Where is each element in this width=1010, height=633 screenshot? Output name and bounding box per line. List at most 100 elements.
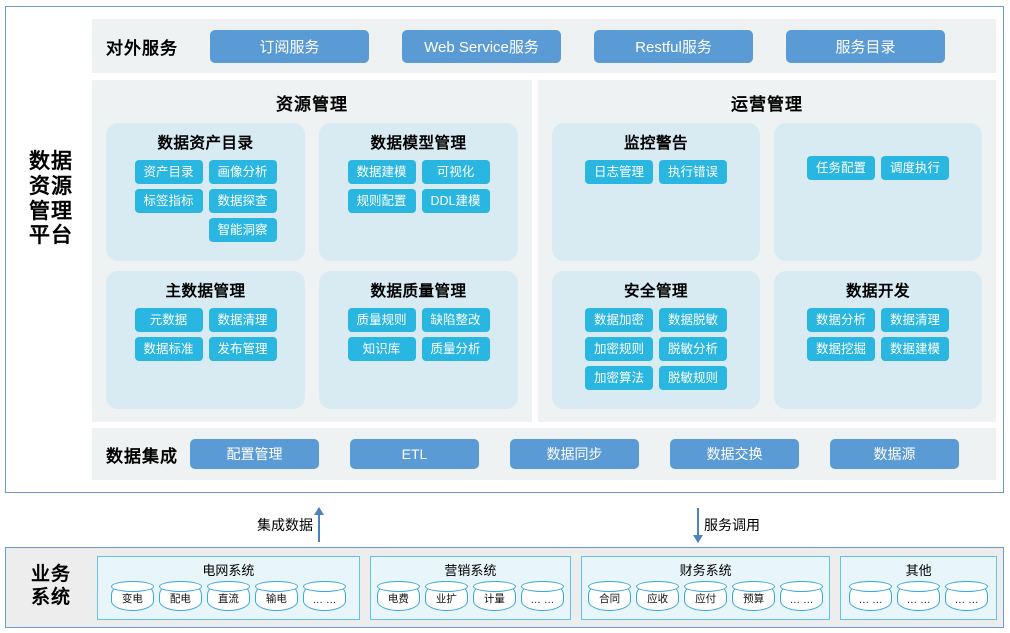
- module-pill[interactable]: 调度执行: [881, 156, 949, 180]
- module-pill[interactable]: 发布管理: [208, 337, 277, 361]
- module-pill[interactable]: 数据清理: [208, 308, 277, 332]
- module-pill[interactable]: 质量分析: [421, 337, 490, 361]
- module-pill[interactable]: 知识库: [347, 337, 416, 361]
- platform-title-line: 数据: [29, 150, 73, 173]
- business-group-finance[interactable]: 财务系统 合同 应收 应付 预算 … …: [580, 556, 831, 620]
- external-service-button[interactable]: 订阅服务: [210, 29, 369, 63]
- flow-integrate-data: 集成数据: [257, 507, 324, 542]
- database-node[interactable]: 直流: [206, 581, 250, 611]
- database-label: 应收: [647, 593, 669, 605]
- business-group-title: 其他: [905, 563, 932, 578]
- database-node[interactable]: 电费: [376, 581, 420, 611]
- module-pill[interactable]: 数据脱敏: [659, 308, 727, 332]
- database-node[interactable]: 计量: [472, 581, 516, 611]
- database-label: … …: [789, 594, 814, 606]
- module-pill[interactable]: 加密规则: [585, 337, 653, 361]
- database-node[interactable]: … …: [780, 581, 824, 611]
- external-services-buttons: 订阅服务 Web Service服务 Restful服务 服务目录: [210, 29, 945, 63]
- module-pill[interactable]: 规则配置: [347, 189, 416, 213]
- external-service-button[interactable]: Web Service服务: [402, 29, 561, 63]
- card-data-development[interactable]: 数据开发 数据分析 数据清理 数据挖掘 数据建模: [774, 271, 982, 409]
- database-node[interactable]: … …: [520, 581, 564, 611]
- database-node[interactable]: 输电: [254, 581, 298, 611]
- module-pill[interactable]: 脱敏规则: [659, 366, 727, 390]
- module-pill[interactable]: 数据建模: [347, 160, 416, 184]
- arrow-up-icon: [314, 507, 324, 542]
- module-pill[interactable]: 数据挖掘: [807, 337, 875, 361]
- module-pill[interactable]: 标签指标: [134, 189, 203, 213]
- platform-title-line: 资源: [29, 174, 73, 198]
- integration-button[interactable]: 配置管理: [190, 439, 319, 469]
- database-label: 直流: [217, 593, 239, 605]
- panel-resource-management: 资源管理 数据资产目录 资产目录 画像分析 标签指标 数据探查 智能洞察 数据模…: [92, 80, 532, 422]
- database-node[interactable]: 配电: [158, 581, 202, 611]
- arrow-down-icon: [693, 508, 703, 543]
- database-node[interactable]: … …: [897, 581, 941, 611]
- database-label: 业扩: [435, 593, 457, 605]
- module-pill[interactable]: 元数据: [134, 308, 203, 332]
- database-node[interactable]: 合同: [588, 581, 632, 611]
- module-pill[interactable]: 可视化: [421, 160, 490, 184]
- database-node[interactable]: 应收: [636, 581, 680, 611]
- card-title: 主数据管理: [165, 283, 246, 300]
- panel-title: 运营管理: [731, 95, 803, 114]
- integration-button[interactable]: 数据源: [830, 439, 959, 469]
- business-systems-groups: 电网系统 变电 配电 直流 输电 … … 营销系统 电费 业扩 计量 … … 财…: [97, 556, 997, 620]
- card-task-scheduling[interactable]: 任务配置 调度执行: [774, 123, 982, 261]
- database-label: … …: [312, 594, 337, 606]
- module-pill[interactable]: 任务配置: [807, 156, 875, 180]
- data-integration-label: 数据集成: [106, 446, 178, 466]
- card-data-quality-management[interactable]: 数据质量管理 质量规则 缺陷整改 知识库 质量分析: [319, 271, 518, 409]
- module-pill[interactable]: 画像分析: [208, 160, 277, 184]
- database-node[interactable]: 预算: [732, 581, 776, 611]
- business-group-other[interactable]: 其他 … … … … … …: [840, 556, 997, 620]
- card-security-management[interactable]: 安全管理 数据加密 数据脱敏 加密规则 脱敏分析 加密算法 脱敏规则: [552, 271, 760, 409]
- card-data-asset-catalog[interactable]: 数据资产目录 资产目录 画像分析 标签指标 数据探查 智能洞察: [106, 123, 305, 261]
- module-pill[interactable]: 数据标准: [134, 337, 203, 361]
- database-label: 配电: [169, 593, 191, 605]
- module-pill[interactable]: 数据建模: [881, 337, 949, 361]
- integration-button[interactable]: ETL: [350, 439, 479, 469]
- database-node[interactable]: … …: [849, 581, 893, 611]
- database-node[interactable]: 变电: [110, 581, 154, 611]
- module-pill[interactable]: 数据分析: [807, 308, 875, 332]
- database-label: 应付: [695, 593, 717, 605]
- module-pill[interactable]: 质量规则: [347, 308, 416, 332]
- module-pill[interactable]: 数据加密: [585, 308, 653, 332]
- module-pill[interactable]: 缺陷整改: [421, 308, 490, 332]
- card-title: 数据资产目录: [157, 135, 254, 152]
- platform-title-line: 管理: [29, 199, 73, 223]
- integration-button[interactable]: 数据同步: [510, 439, 639, 469]
- database-node[interactable]: 应付: [684, 581, 728, 611]
- card-data-model-management[interactable]: 数据模型管理 数据建模 可视化 规则配置 DDL建模: [319, 123, 518, 261]
- module-pill[interactable]: 脱敏分析: [659, 337, 727, 361]
- card-title: 监控警告: [623, 135, 688, 152]
- module-pill[interactable]: 加密算法: [585, 366, 653, 390]
- module-pill[interactable]: 数据探查: [208, 189, 277, 213]
- business-group-marketing[interactable]: 营销系统 电费 业扩 计量 … …: [369, 556, 571, 620]
- external-service-button[interactable]: Restful服务: [594, 29, 753, 63]
- module-pill[interactable]: 日志管理: [585, 160, 653, 184]
- database-label: … …: [906, 594, 931, 606]
- card-title: 数据开发: [845, 283, 910, 300]
- module-pill[interactable]: DDL建模: [421, 189, 490, 213]
- module-pill[interactable]: 数据清理: [881, 308, 949, 332]
- database-label: … …: [530, 594, 555, 606]
- business-group-grid[interactable]: 电网系统 变电 配电 直流 输电 … …: [97, 556, 360, 620]
- module-pill[interactable]: 智能洞察: [208, 218, 277, 242]
- database-node[interactable]: 业扩: [424, 581, 468, 611]
- platform-title: 数据 资源 管理 平台: [14, 150, 88, 249]
- database-label: 电费: [387, 593, 409, 605]
- business-title-line: 业务: [30, 564, 71, 585]
- card-master-data-management[interactable]: 主数据管理 元数据 数据清理 数据标准 发布管理: [106, 271, 305, 409]
- module-pill[interactable]: 执行错误: [659, 160, 727, 184]
- database-label: … …: [954, 594, 979, 606]
- external-service-button[interactable]: 服务目录: [786, 29, 945, 63]
- database-node[interactable]: … …: [302, 581, 346, 611]
- database-node[interactable]: … …: [945, 581, 989, 611]
- integration-button[interactable]: 数据交换: [670, 439, 799, 469]
- module-pill[interactable]: 资产目录: [134, 160, 203, 184]
- card-monitoring-alerts[interactable]: 监控警告 日志管理 执行错误: [552, 123, 760, 261]
- business-group-title: 电网系统: [202, 563, 255, 578]
